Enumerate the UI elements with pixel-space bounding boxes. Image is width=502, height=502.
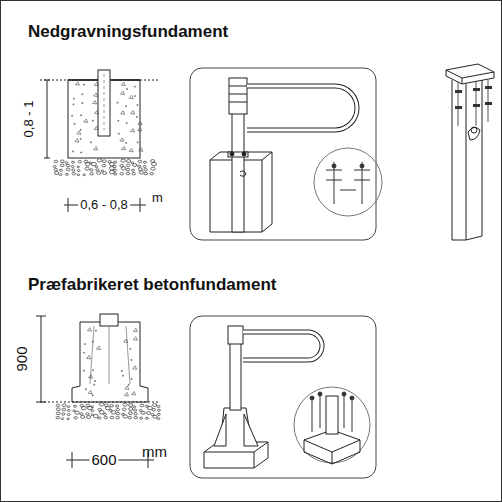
unit-label: mm [142, 444, 167, 461]
concrete-texture [84, 328, 138, 396]
dimension-label: 600 [89, 452, 118, 469]
concrete-texture [72, 82, 143, 153]
section-heading: Præfabrikeret betonfundament [28, 276, 276, 295]
buried-foundation-section [40, 70, 160, 212]
section-heading: Nedgravningsfundament [28, 23, 228, 42]
grab-bar-buried [210, 78, 382, 232]
mounting-post [446, 64, 494, 240]
grab-bar-precast [204, 326, 370, 468]
unit-label: m [152, 191, 163, 205]
dimension-label: 0,8 - 1 [22, 101, 36, 138]
gravel [53, 159, 156, 176]
gravel [56, 403, 160, 420]
dimension-label: 0,6 - 0,8 [78, 198, 130, 212]
dimension-label: 900 [14, 346, 31, 371]
panel [190, 316, 376, 478]
precast-foundation-section [36, 314, 160, 468]
panel [190, 68, 376, 240]
